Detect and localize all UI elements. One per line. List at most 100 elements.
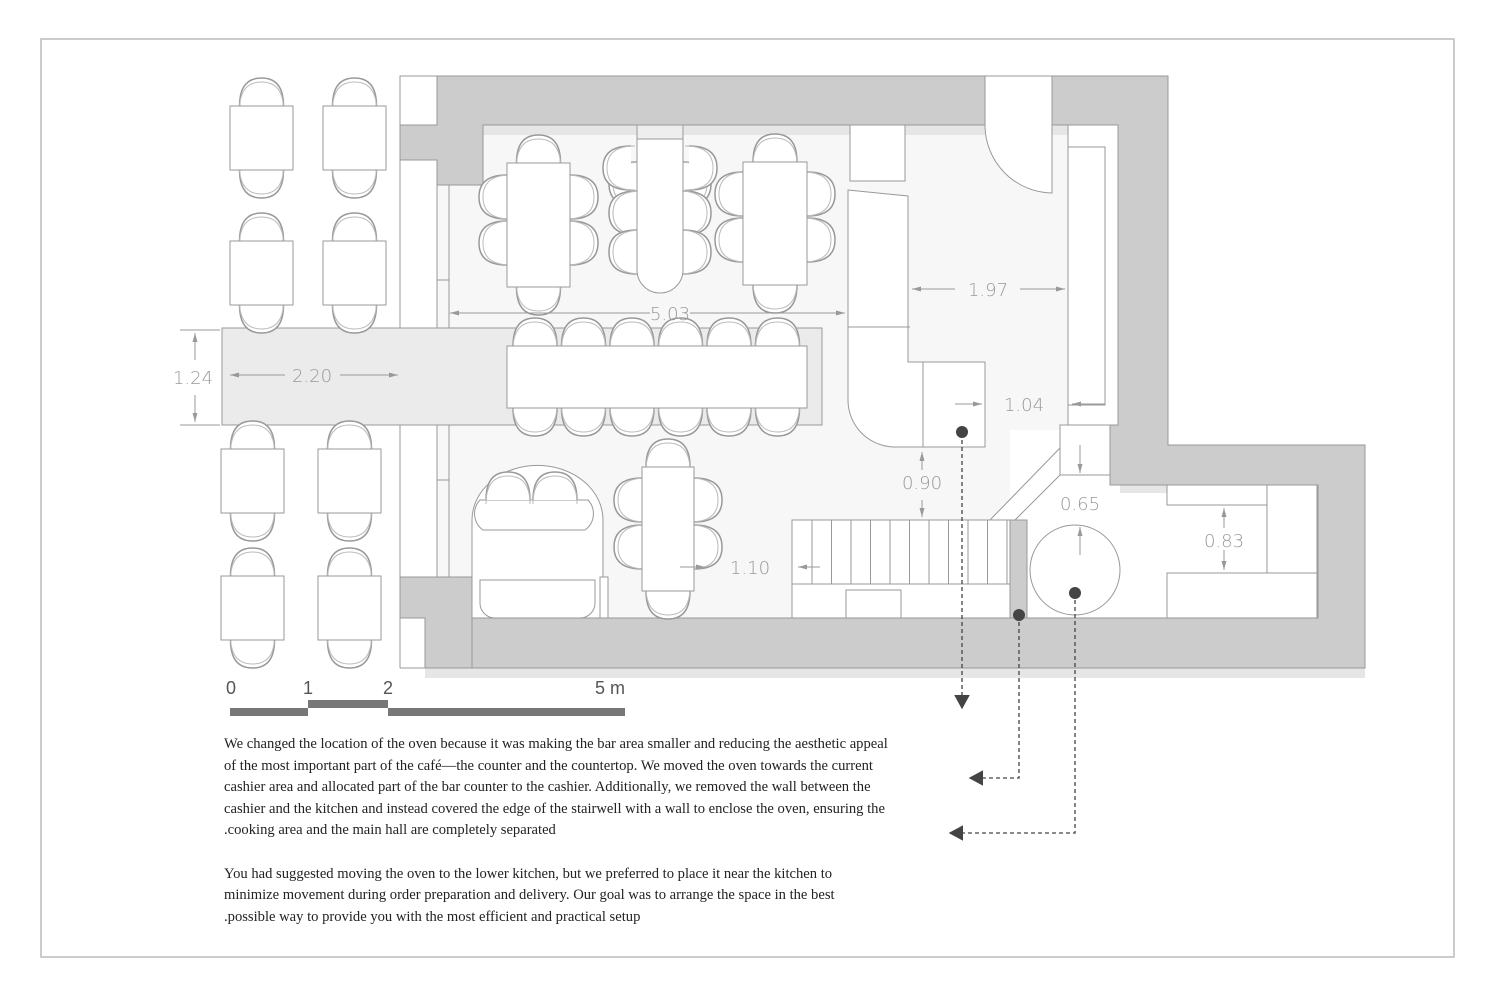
chair-icon [326,547,373,577]
table [229,105,294,171]
oval-table [636,132,684,294]
door[interactable] [984,75,1053,194]
chair-icon [688,145,718,191]
chair-back [706,321,752,351]
marker-oven-new [1069,587,1081,599]
chair-back [617,524,647,570]
marker-new-wall [1013,609,1025,621]
chair-back [645,442,691,472]
page-frame [40,38,1455,958]
scale-label-5m: 5 m [595,678,625,698]
chair-icon [693,477,723,523]
dim-0-83: 0.83 [1204,531,1244,552]
chair-icon [229,639,276,669]
chair-back [755,321,800,351]
note-line: of the most important part of the café—t… [224,757,873,774]
chair-back [689,477,719,523]
chair-icon [238,77,285,107]
chair-icon [706,317,752,347]
chair-back [752,280,798,310]
chair-icon [602,145,632,191]
chair-icon [806,171,836,217]
chair-icon [515,134,562,164]
chair-icon [645,438,691,468]
chair-icon [657,407,704,437]
chair-back [532,475,578,505]
chair-icon [331,169,378,199]
chair-back [802,171,832,217]
dim-0-65: 0.65 [1060,494,1100,515]
bar-counter [506,345,808,409]
note-line: You had suggested moving the oven to the… [224,865,833,882]
chair-back [482,174,512,220]
chair-icon [478,220,508,266]
dim-1-10: 1.10 [730,558,770,579]
scale-label-1: 1 [303,678,313,698]
chair-back [512,321,558,351]
table [641,466,695,592]
chair-back [332,81,377,111]
chair-icon [806,217,836,263]
note-paragraph-2: You had suggested moving the oven to the… [224,864,984,929]
table [229,240,294,306]
annotation-leaders [948,433,1076,841]
chair-icon [238,304,285,334]
chair-back [565,174,595,220]
stairwell [791,519,1011,619]
chair-icon [532,471,578,501]
chair-back [516,138,561,168]
table [220,575,285,641]
chair-icon [326,639,373,669]
marker-oven-old [956,426,968,438]
tables [220,77,836,669]
booth [471,464,609,619]
chair-icon [512,407,558,437]
chair-back [485,475,531,505]
chair-back [230,551,275,581]
chair-back [617,477,647,523]
note-line: .cooking area and the main hall are comp… [224,822,556,838]
chair-icon [238,212,285,242]
chair-back [802,217,832,263]
note-paragraph-1: We changed the location of the oven beca… [224,734,984,842]
dim-0-90: 0.90 [902,473,942,494]
design-notes: We changed the location of the oven beca… [224,734,984,950]
chair-back [565,220,595,266]
chair-icon [478,174,508,220]
chair-back [561,321,606,351]
chair-back [684,145,714,191]
chair-back [512,403,558,433]
chair-icon [331,212,378,242]
chair-icon [609,317,655,347]
chair-back [239,165,284,195]
chair-icon [512,317,558,347]
chair-icon [515,286,562,316]
chair-icon [608,229,638,275]
chair-back [239,216,284,246]
chair-back [332,300,377,330]
chair-icon [693,524,723,570]
table [506,162,571,288]
chair-back [561,403,606,433]
chair-icon [569,220,599,266]
chair-icon [682,229,712,275]
dim-1-97: 1.97 [968,280,1008,301]
note-line: We changed the location of the oven beca… [224,736,888,752]
chair-back [327,424,372,454]
chair-back [718,217,748,263]
chair-icon [238,169,285,199]
chair-back [239,300,284,330]
scale-label-2: 2 [383,678,393,698]
chair-icon [326,512,373,542]
chair-back [706,403,752,433]
chair-icon [613,524,643,570]
chair-icon [645,590,691,620]
chair-back [516,282,561,312]
chair-back [752,137,798,167]
chair-icon [613,477,643,523]
chair-icon [752,133,798,163]
chair-icon [569,174,599,220]
dim-2-20: 2.20 [292,366,332,387]
chair-icon [485,471,531,501]
chair-back [327,508,372,538]
